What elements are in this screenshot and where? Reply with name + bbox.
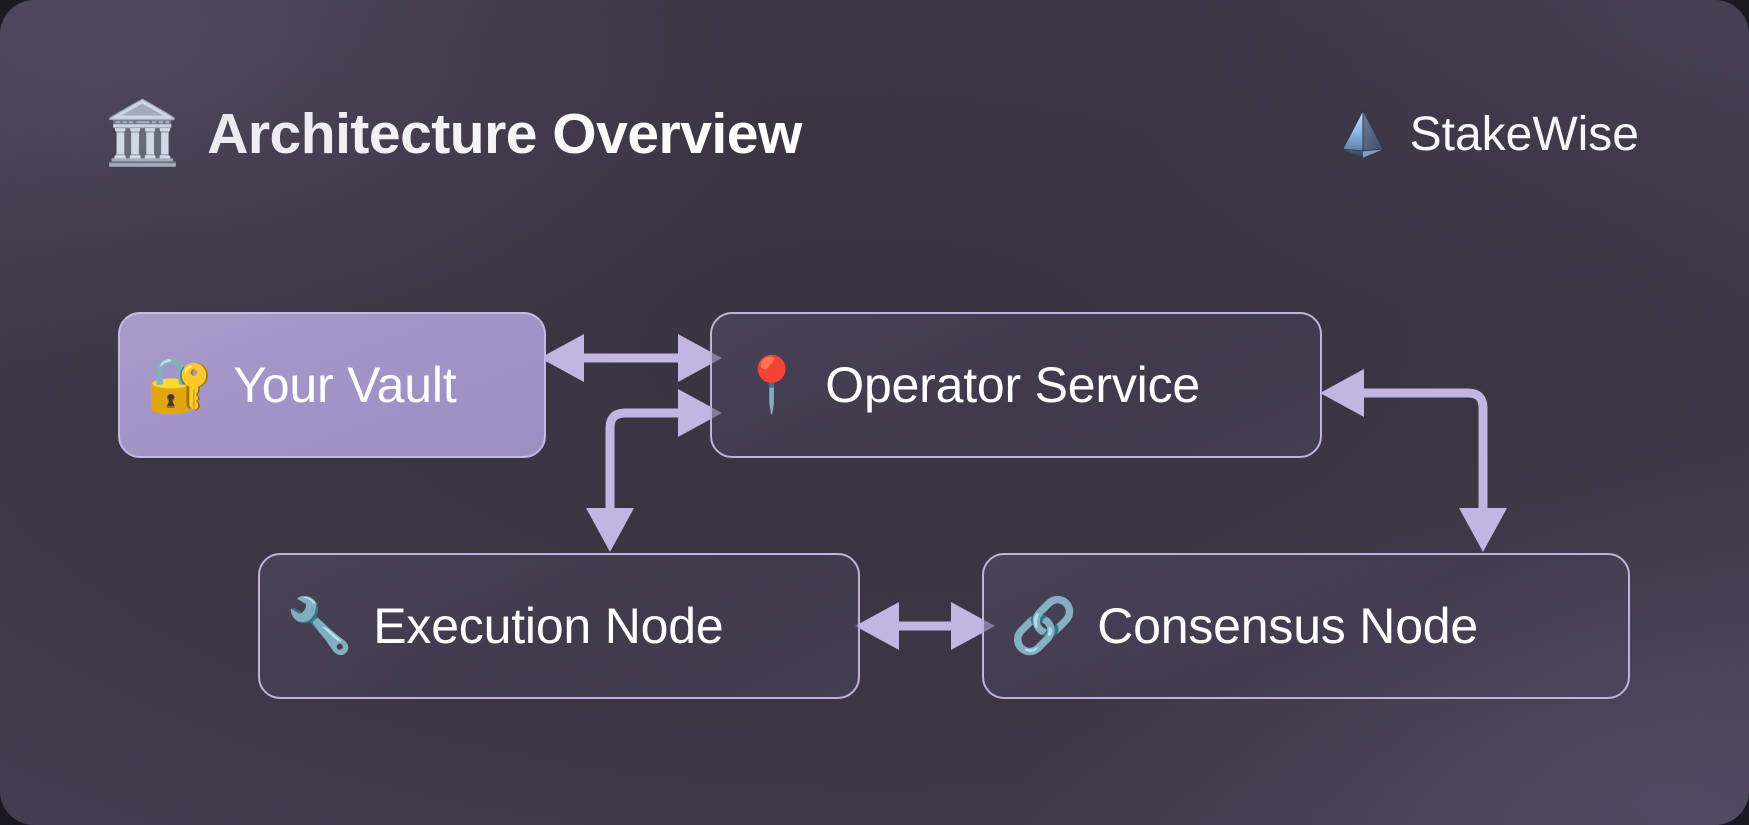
safe-vault-icon: 🔐: [146, 355, 214, 415]
connector-consensus-operator: [1320, 369, 1507, 552]
arrowhead-down: [1459, 508, 1507, 552]
wrench-icon: 🔧: [286, 596, 354, 656]
arrowhead-left: [540, 334, 584, 382]
node-label-operator-service: Operator Service: [825, 357, 1200, 413]
connector-operator-execution: [586, 389, 722, 552]
diagram-header: 🏛️ Architecture Overview: [0, 86, 1749, 182]
node-consensus-node[interactable]: 🔗 Consensus Node: [982, 553, 1630, 699]
brand-name: StakeWise: [1409, 107, 1639, 161]
node-your-vault[interactable]: 🔐 Your Vault: [118, 312, 546, 458]
node-label-your-vault: Your Vault: [233, 357, 457, 413]
arrowhead-left: [855, 602, 899, 650]
node-label-execution-node: Execution Node: [373, 598, 724, 654]
node-label-consensus-node: Consensus Node: [1097, 598, 1479, 654]
stakewise-pyramid-logo: [1341, 110, 1384, 158]
page-title-group: 🏛️ Architecture Overview: [104, 86, 802, 182]
node-operator-service[interactable]: 📍 Operator Service: [710, 312, 1322, 458]
arrowhead-down: [586, 508, 634, 552]
arrowhead-left: [1320, 369, 1364, 417]
brand-group: StakeWise: [1336, 86, 1639, 182]
connector-vault-operator: [540, 334, 722, 382]
chain-link-icon: 🔗: [1010, 596, 1078, 656]
location-pin-icon: 📍: [738, 355, 806, 415]
classical-building-icon: 🏛️: [104, 99, 182, 168]
page-title: Architecture Overview: [207, 102, 802, 166]
node-execution-node[interactable]: 🔧 Execution Node: [258, 553, 860, 699]
connector-execution-consensus: [855, 602, 995, 650]
